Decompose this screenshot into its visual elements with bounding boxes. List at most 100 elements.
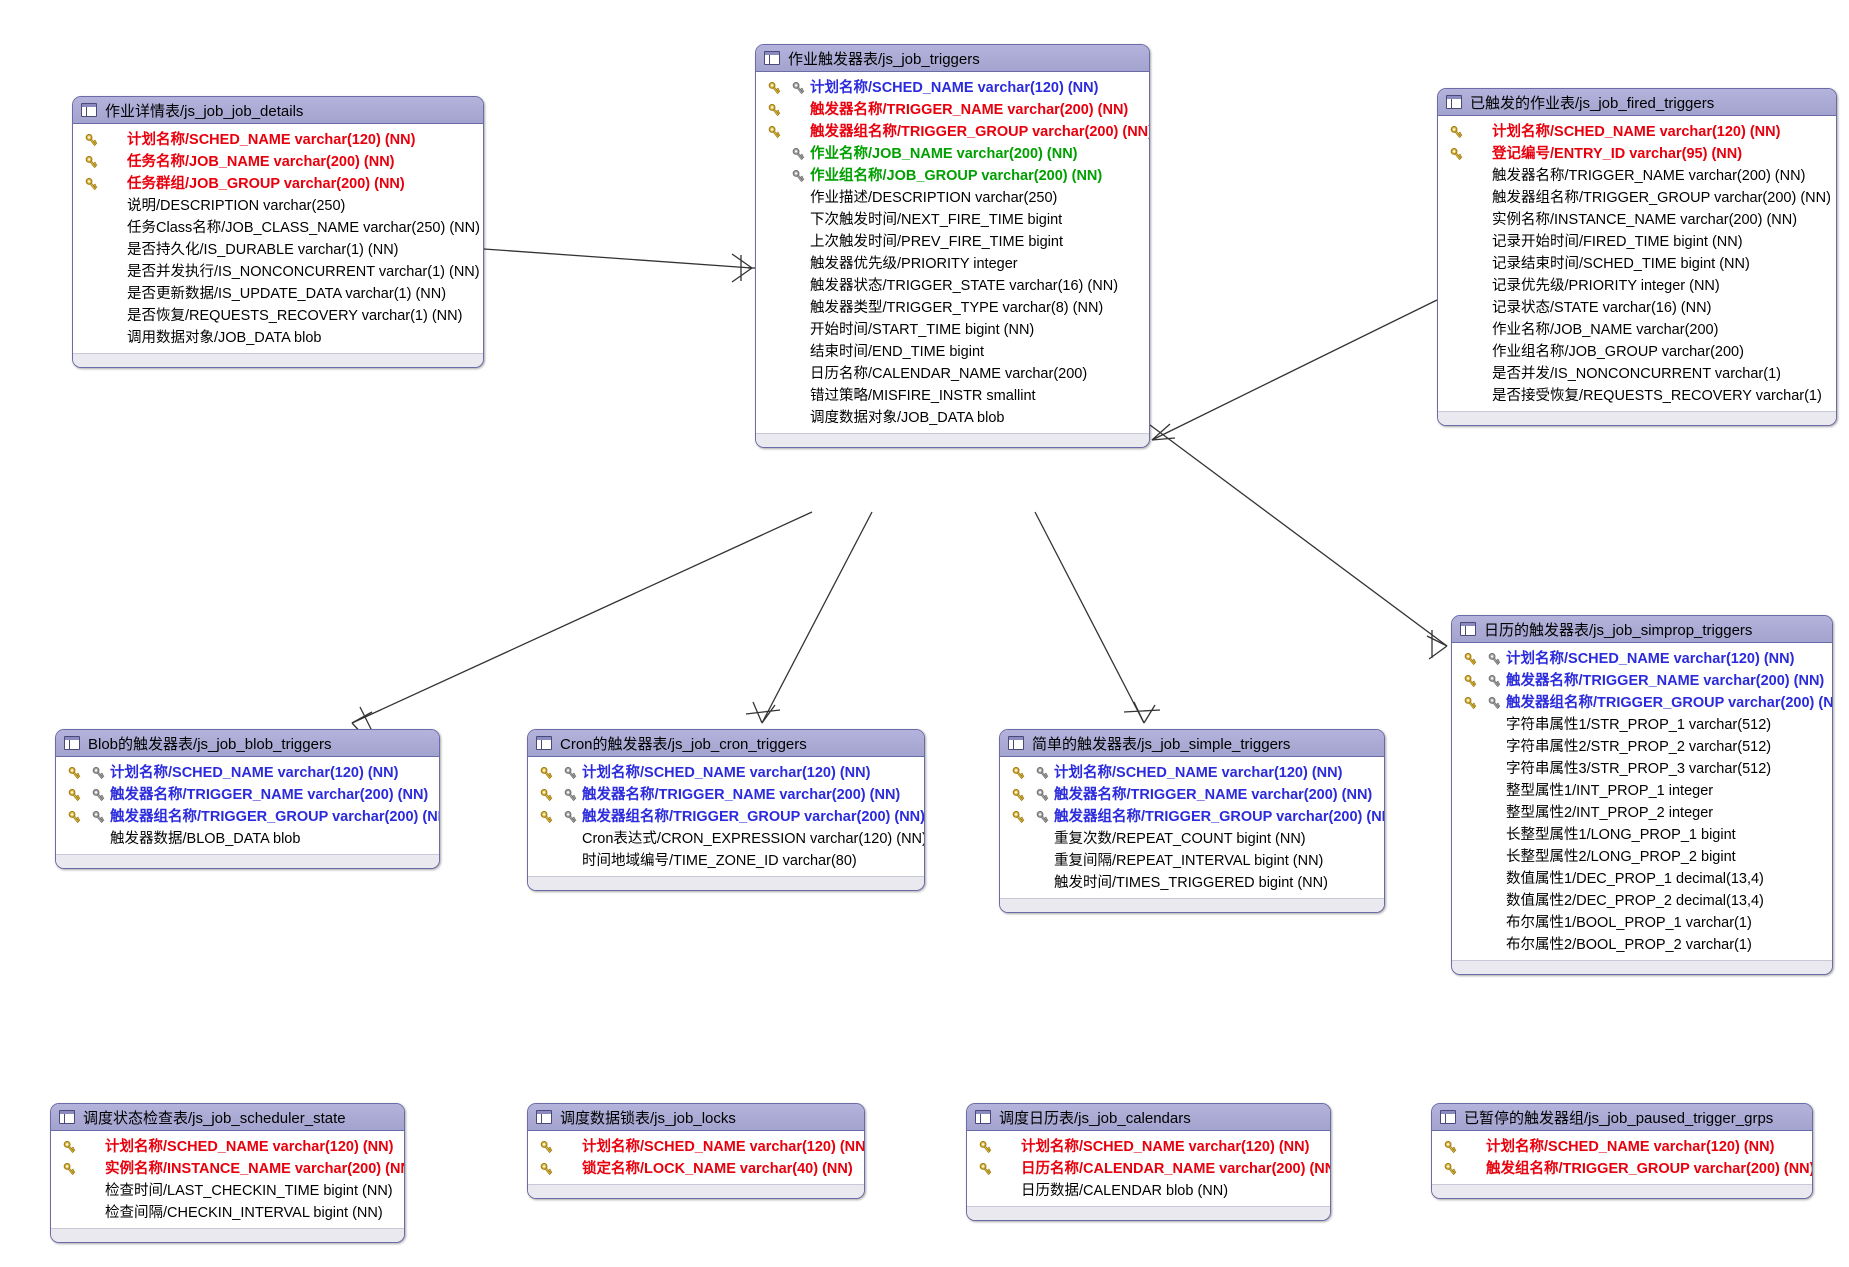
column-row[interactable]: 下次触发时间/NEXT_FIRE_TIME bigint <box>756 209 1149 231</box>
column-row[interactable]: 数值属性2/DEC_PROP_2 decimal(13,4) <box>1452 890 1832 912</box>
entity-title-bar[interactable]: 日历的触发器表/js_job_simprop_triggers <box>1452 616 1832 643</box>
column-row[interactable]: 重复次数/REPEAT_COUNT bigint (NN) <box>1000 828 1384 850</box>
column-row[interactable]: 调度数据对象/JOB_DATA blob <box>756 407 1149 429</box>
entity-title-bar[interactable]: Cron的触发器表/js_job_cron_triggers <box>528 730 924 757</box>
column-row[interactable]: 计划名称/SCHED_NAME varchar(120) (NN) <box>528 1136 864 1158</box>
column-row[interactable]: 长整型属性2/LONG_PROP_2 bigint <box>1452 846 1832 868</box>
column-row[interactable]: 是否恢复/REQUESTS_RECOVERY varchar(1) (NN) <box>73 305 483 327</box>
column-row[interactable]: 记录状态/STATE varchar(16) (NN) <box>1438 297 1836 319</box>
column-row[interactable]: 登记编号/ENTRY_ID varchar(95) (NN) <box>1438 143 1836 165</box>
column-row[interactable]: 上次触发时间/PREV_FIRE_TIME bigint <box>756 231 1149 253</box>
column-row[interactable]: 计划名称/SCHED_NAME varchar(120) (NN) <box>756 77 1149 99</box>
entity-title-bar[interactable]: 作业详情表/js_job_job_details <box>73 97 483 124</box>
column-row[interactable]: 数值属性1/DEC_PROP_1 decimal(13,4) <box>1452 868 1832 890</box>
column-row[interactable]: 记录结束时间/SCHED_TIME bigint (NN) <box>1438 253 1836 275</box>
column-row[interactable]: 日历名称/CALENDAR_NAME varchar(200) <box>756 363 1149 385</box>
column-row[interactable]: 检查时间/LAST_CHECKIN_TIME bigint (NN) <box>51 1180 404 1202</box>
column-row[interactable]: 触发时间/TIMES_TRIGGERED bigint (NN) <box>1000 872 1384 894</box>
entity-job_blob_triggers[interactable]: Blob的触发器表/js_job_blob_triggers 计划名称/SCHED… <box>55 729 440 869</box>
entity-title-bar[interactable]: 已暂停的触发器组/js_job_paused_trigger_grps <box>1432 1104 1812 1131</box>
entity-job_scheduler_state[interactable]: 调度状态检查表/js_job_scheduler_state 计划名称/SCHED… <box>50 1103 405 1243</box>
column-row[interactable]: 任务Class名称/JOB_CLASS_NAME varchar(250) (N… <box>73 217 483 239</box>
column-row[interactable]: 触发器名称/TRIGGER_NAME varchar(200) (NN) <box>1000 784 1384 806</box>
column-row[interactable]: 作业名称/JOB_NAME varchar(200) <box>1438 319 1836 341</box>
column-row[interactable]: 结束时间/END_TIME bigint <box>756 341 1149 363</box>
column-row[interactable]: 说明/DESCRIPTION varchar(250) <box>73 195 483 217</box>
column-row[interactable]: 实例名称/INSTANCE_NAME varchar(200) (NN) <box>1438 209 1836 231</box>
entity-job_triggers[interactable]: 作业触发器表/js_job_triggers 计划名称/SCHED_NAME va… <box>755 44 1150 448</box>
column-row[interactable]: 整型属性2/INT_PROP_2 integer <box>1452 802 1832 824</box>
column-row[interactable]: 错过策略/MISFIRE_INSTR smallint <box>756 385 1149 407</box>
column-row[interactable]: 是否并发/IS_NONCONCURRENT varchar(1) <box>1438 363 1836 385</box>
column-row[interactable]: 触发器名称/TRIGGER_NAME varchar(200) (NN) <box>1452 670 1832 692</box>
column-row[interactable]: 触发组名称/TRIGGER_GROUP varchar(200) (NN) <box>1432 1158 1812 1180</box>
entity-job_fired_triggers[interactable]: 已触发的作业表/js_job_fired_triggers 计划名称/SCHED_… <box>1437 88 1837 426</box>
column-row[interactable]: 触发器名称/TRIGGER_NAME varchar(200) (NN) <box>1438 165 1836 187</box>
column-row[interactable]: 调用数据对象/JOB_DATA blob <box>73 327 483 349</box>
column-row[interactable]: 触发器优先级/PRIORITY integer <box>756 253 1149 275</box>
entity-title-bar[interactable]: 调度状态检查表/js_job_scheduler_state <box>51 1104 404 1131</box>
column-row[interactable]: 计划名称/SCHED_NAME varchar(120) (NN) <box>1452 648 1832 670</box>
column-row[interactable]: 计划名称/SCHED_NAME varchar(120) (NN) <box>528 762 924 784</box>
column-row[interactable]: 计划名称/SCHED_NAME varchar(120) (NN) <box>56 762 439 784</box>
column-row[interactable]: 触发器组名称/TRIGGER_GROUP varchar(200) (NN) <box>1000 806 1384 828</box>
column-row[interactable]: 字符串属性2/STR_PROP_2 varchar(512) <box>1452 736 1832 758</box>
column-row[interactable]: 检查间隔/CHECKIN_INTERVAL bigint (NN) <box>51 1202 404 1224</box>
entity-title-bar[interactable]: 调度数据锁表/js_job_locks <box>528 1104 864 1131</box>
column-row[interactable]: 记录优先级/PRIORITY integer (NN) <box>1438 275 1836 297</box>
column-row[interactable]: 是否并发执行/IS_NONCONCURRENT varchar(1) (NN) <box>73 261 483 283</box>
entity-title-bar[interactable]: Blob的触发器表/js_job_blob_triggers <box>56 730 439 757</box>
column-row[interactable]: 作业描述/DESCRIPTION varchar(250) <box>756 187 1149 209</box>
column-row[interactable]: 计划名称/SCHED_NAME varchar(120) (NN) <box>1000 762 1384 784</box>
column-row[interactable]: 整型属性1/INT_PROP_1 integer <box>1452 780 1832 802</box>
entity-job_simprop_triggers[interactable]: 日历的触发器表/js_job_simprop_triggers 计划名称/SCHE… <box>1451 615 1833 975</box>
column-row[interactable]: 触发器组名称/TRIGGER_GROUP varchar(200) (NN) <box>528 806 924 828</box>
column-row[interactable]: 计划名称/SCHED_NAME varchar(120) (NN) <box>1438 121 1836 143</box>
column-row[interactable]: 重复间隔/REPEAT_INTERVAL bigint (NN) <box>1000 850 1384 872</box>
entity-job_locks[interactable]: 调度数据锁表/js_job_locks 计划名称/SCHED_NAME varch… <box>527 1103 865 1199</box>
column-row[interactable]: 长整型属性1/LONG_PROP_1 bigint <box>1452 824 1832 846</box>
column-row[interactable]: 计划名称/SCHED_NAME varchar(120) (NN) <box>73 129 483 151</box>
column-row[interactable]: 是否接受恢复/REQUESTS_RECOVERY varchar(1) <box>1438 385 1836 407</box>
column-row[interactable]: 记录开始时间/FIRED_TIME bigint (NN) <box>1438 231 1836 253</box>
entity-job_calendars[interactable]: 调度日历表/js_job_calendars 计划名称/SCHED_NAME va… <box>966 1103 1331 1221</box>
column-row[interactable]: 触发器数据/BLOB_DATA blob <box>56 828 439 850</box>
column-row[interactable]: 字符串属性3/STR_PROP_3 varchar(512) <box>1452 758 1832 780</box>
column-row[interactable]: 布尔属性2/BOOL_PROP_2 varchar(1) <box>1452 934 1832 956</box>
column-row[interactable]: 时间地域编号/TIME_ZONE_ID varchar(80) <box>528 850 924 872</box>
column-row[interactable]: 实例名称/INSTANCE_NAME varchar(200) (NN) <box>51 1158 404 1180</box>
column-row[interactable]: 触发器状态/TRIGGER_STATE varchar(16) (NN) <box>756 275 1149 297</box>
column-row[interactable]: 是否持久化/IS_DURABLE varchar(1) (NN) <box>73 239 483 261</box>
column-row[interactable]: 锁定名称/LOCK_NAME varchar(40) (NN) <box>528 1158 864 1180</box>
column-row[interactable]: 触发器名称/TRIGGER_NAME varchar(200) (NN) <box>528 784 924 806</box>
column-row[interactable]: 布尔属性1/BOOL_PROP_1 varchar(1) <box>1452 912 1832 934</box>
column-row[interactable]: 作业组名称/JOB_GROUP varchar(200) (NN) <box>756 165 1149 187</box>
column-row[interactable]: 日历数据/CALENDAR blob (NN) <box>967 1180 1330 1202</box>
column-row[interactable]: 触发器名称/TRIGGER_NAME varchar(200) (NN) <box>756 99 1149 121</box>
entity-job_cron_triggers[interactable]: Cron的触发器表/js_job_cron_triggers 计划名称/SCHED… <box>527 729 925 891</box>
column-row[interactable]: 触发器组名称/TRIGGER_GROUP varchar(200) (NN) <box>56 806 439 828</box>
column-row[interactable]: 触发器组名称/TRIGGER_GROUP varchar(200) (NN) <box>1452 692 1832 714</box>
column-row[interactable]: 日历名称/CALENDAR_NAME varchar(200) (NN) <box>967 1158 1330 1180</box>
entity-title-bar[interactable]: 已触发的作业表/js_job_fired_triggers <box>1438 89 1836 116</box>
column-row[interactable]: 开始时间/START_TIME bigint (NN) <box>756 319 1149 341</box>
entity-title-bar[interactable]: 作业触发器表/js_job_triggers <box>756 45 1149 72</box>
column-row[interactable]: 触发器组名称/TRIGGER_GROUP varchar(200) (NN) <box>1438 187 1836 209</box>
column-row[interactable]: 任务名称/JOB_NAME varchar(200) (NN) <box>73 151 483 173</box>
column-row[interactable]: 计划名称/SCHED_NAME varchar(120) (NN) <box>1432 1136 1812 1158</box>
column-row[interactable]: 计划名称/SCHED_NAME varchar(120) (NN) <box>967 1136 1330 1158</box>
entity-job_simple_triggers[interactable]: 简单的触发器表/js_job_simple_triggers 计划名称/SCHED… <box>999 729 1385 913</box>
column-row[interactable]: 是否更新数据/IS_UPDATE_DATA varchar(1) (NN) <box>73 283 483 305</box>
column-row[interactable]: 任务群组/JOB_GROUP varchar(200) (NN) <box>73 173 483 195</box>
entity-job_job_details[interactable]: 作业详情表/js_job_job_details 计划名称/SCHED_NAME … <box>72 96 484 368</box>
column-row[interactable]: Cron表达式/CRON_EXPRESSION varchar(120) (NN… <box>528 828 924 850</box>
entity-title-bar[interactable]: 调度日历表/js_job_calendars <box>967 1104 1330 1131</box>
column-row[interactable]: 触发器组名称/TRIGGER_GROUP varchar(200) (NN) <box>756 121 1149 143</box>
column-row[interactable]: 触发器类型/TRIGGER_TYPE varchar(8) (NN) <box>756 297 1149 319</box>
column-row[interactable]: 触发器名称/TRIGGER_NAME varchar(200) (NN) <box>56 784 439 806</box>
entity-title-bar[interactable]: 简单的触发器表/js_job_simple_triggers <box>1000 730 1384 757</box>
column-row[interactable]: 计划名称/SCHED_NAME varchar(120) (NN) <box>51 1136 404 1158</box>
entity-job_paused_trigger_grps[interactable]: 已暂停的触发器组/js_job_paused_trigger_grps 计划名称/… <box>1431 1103 1813 1199</box>
column-row[interactable]: 字符串属性1/STR_PROP_1 varchar(512) <box>1452 714 1832 736</box>
column-row[interactable]: 作业组名称/JOB_GROUP varchar(200) <box>1438 341 1836 363</box>
